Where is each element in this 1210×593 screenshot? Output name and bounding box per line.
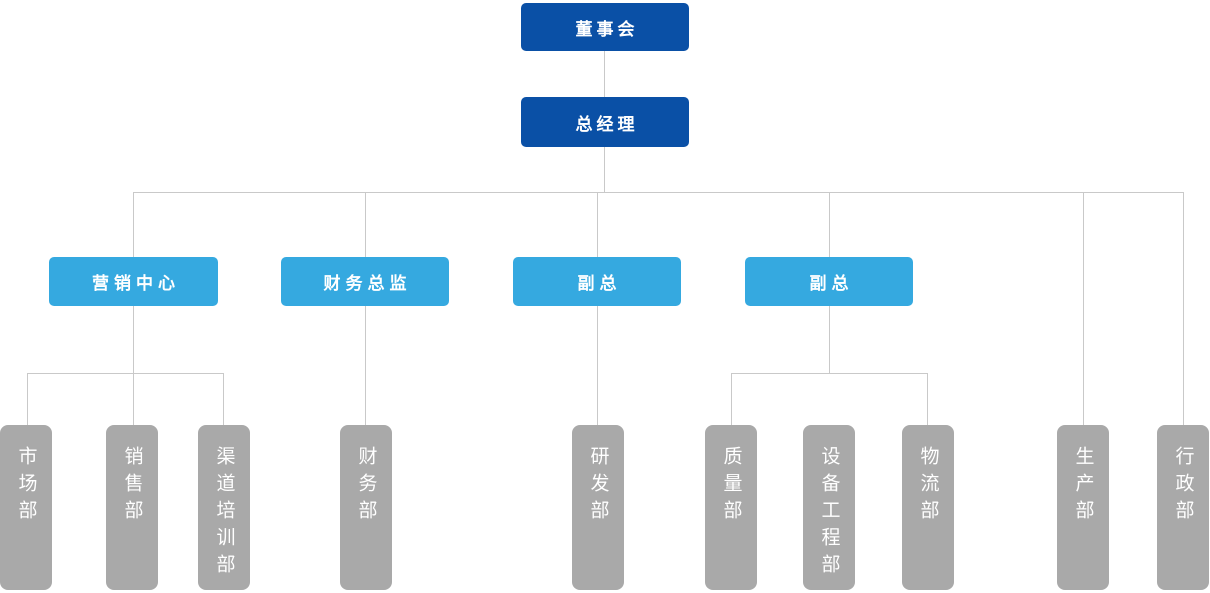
dept-box-sales: 销售部 [106,425,158,590]
dept-box-market-label: 市场部 [15,446,37,527]
org-node-deputy-gm-2-label: 副总 [809,274,854,293]
dept-box-market: 市场部 [0,425,52,590]
dept-box-channel-training: 渠道培训部 [198,425,250,590]
connector-line [133,373,134,425]
connector-line [927,373,928,425]
dept-box-logistics: 物流部 [902,425,954,590]
dept-box-finance-label: 财务部 [355,446,377,527]
connector-line [604,50,605,97]
connector-line [27,373,28,425]
org-node-deputy-gm-1-label: 副总 [577,274,622,293]
connector-line [597,306,598,425]
dept-box-administration: 行政部 [1157,425,1209,590]
dept-box-production: 生产部 [1057,425,1109,590]
dept-box-rnd-label: 研发部 [587,446,609,527]
connector-line [604,146,605,193]
dept-box-logistics-label: 物流部 [917,446,939,527]
connector-line [829,192,830,257]
org-node-marketing-center-label: 营销中心 [92,274,180,293]
org-node-deputy-gm-1: 副总 [513,257,681,306]
connector-line [133,192,134,257]
connector-line [1183,192,1184,425]
org-node-general-manager-label: 总经理 [575,114,639,134]
dept-box-sales-label: 销售部 [121,446,143,527]
connector-line [731,373,928,374]
dept-box-quality-label: 质量部 [720,446,742,527]
dept-box-rnd: 研发部 [572,425,624,590]
org-node-deputy-gm-2: 副总 [745,257,913,306]
org-node-general-manager: 总经理 [521,97,689,147]
connector-line [731,373,732,425]
org-node-board: 董事会 [521,3,689,51]
connector-line [365,306,366,425]
org-node-marketing-center: 营销中心 [49,257,218,306]
dept-box-quality: 质量部 [705,425,757,590]
dept-box-production-label: 生产部 [1072,446,1094,527]
dept-box-channel-training-label: 渠道培训部 [213,446,235,581]
dept-box-equipment-engineering-label: 设备工程部 [818,446,840,581]
connector-line [1083,192,1084,425]
dept-box-administration-label: 行政部 [1172,446,1194,527]
connector-line [829,306,830,373]
connector-line [133,306,134,373]
connector-line [597,192,598,257]
connector-line [365,192,366,257]
org-node-finance-director-label: 财务总监 [323,274,412,293]
connector-line [27,373,224,374]
org-node-finance-director: 财务总监 [281,257,449,306]
dept-box-finance: 财务部 [340,425,392,590]
connector-line [133,192,1184,193]
dept-box-equipment-engineering: 设备工程部 [803,425,855,590]
connector-line [223,373,224,425]
org-node-board-label: 董事会 [575,19,639,39]
